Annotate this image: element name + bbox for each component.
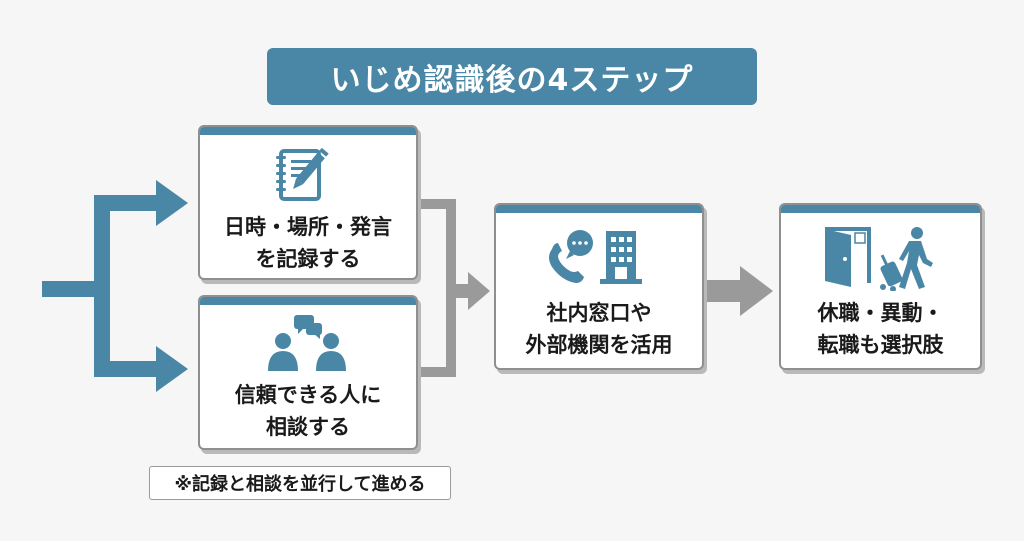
parallel-note: ※記録と相談を並行して進める <box>149 466 451 500</box>
branch-arrow <box>42 180 188 392</box>
step-card-record: 日時・場所・発言 を記録する <box>198 125 418 280</box>
people-conversation-icon <box>200 313 416 373</box>
phone-chat-building-icon <box>496 227 702 287</box>
card-header-stripe <box>200 297 416 305</box>
step-label: 社内窓口や 外部機関を活用 <box>496 297 702 361</box>
step-label-line: 転職も選択肢 <box>817 333 944 357</box>
step-label-line: を記録する <box>255 247 361 271</box>
merge-arrow <box>418 199 490 377</box>
step-label-line: 信頼できる人に <box>234 383 382 407</box>
step-label: 休職・異動・ 転職も選択肢 <box>781 297 980 361</box>
step-label-line: 社内窓口や <box>546 301 652 325</box>
step-label: 信頼できる人に 相談する <box>200 379 416 443</box>
page-title: いじめ認識後の4ステップ <box>267 48 757 105</box>
step-label: 日時・場所・発言 を記録する <box>200 211 416 275</box>
card-header-stripe <box>496 205 702 213</box>
step-card-consult-window: 社内窓口や 外部機関を活用 <box>494 203 704 370</box>
step-label-line: 相談する <box>266 415 350 439</box>
next-arrow <box>706 266 773 316</box>
step-label-line: 休職・異動・ <box>817 301 944 325</box>
step-card-consult: 信頼できる人に 相談する <box>198 295 418 450</box>
step-card-leave-transfer: 休職・異動・ 転職も選択肢 <box>779 203 982 370</box>
exit-door-traveler-icon <box>781 225 980 291</box>
step-label-line: 日時・場所・発言 <box>224 215 392 239</box>
step-label-line: 外部機関を活用 <box>525 333 673 357</box>
notebook-pencil-icon <box>200 147 416 203</box>
card-header-stripe <box>781 205 980 213</box>
card-header-stripe <box>200 127 416 135</box>
